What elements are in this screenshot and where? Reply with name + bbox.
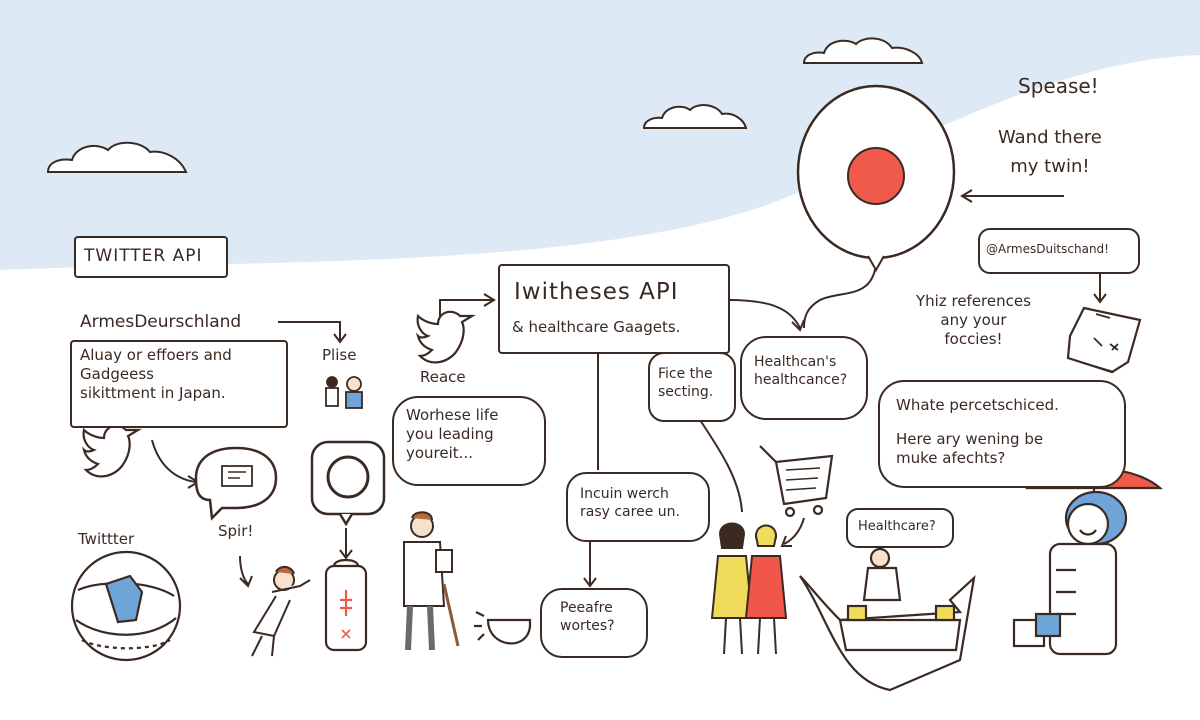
twitter-bird-icon [81,424,142,478]
twitter-api-tag: TWITTER API [74,236,228,278]
peeafre-bubble: Peeafre wortes? [540,588,648,658]
handle-text: @ArmesDuitschand! [986,242,1109,256]
reace-label: Reace [420,368,466,386]
device-icon [1066,306,1142,374]
people-icon [325,376,363,409]
incuin-bubble: Incuin werch rasy caree un. [566,472,710,542]
spease-label: Spease! [1018,74,1099,98]
cup-icon [474,611,532,645]
arrow-handle-down [1093,272,1107,304]
arrow-fice-to-girls [699,419,743,513]
worhese-bubble: Worhese life you leading youreit... [392,396,546,486]
armes-label: ArmesDeurschland [80,312,242,332]
cloud-icon [802,37,924,64]
twittter-label: Twittter [78,530,135,548]
api-title: Iwitheses API [514,279,679,305]
healthcare-q-text: Healthcare? [858,519,936,534]
yhiz-label: Yhiz references any your foccies! [916,292,1031,348]
api-subtitle: & healthcare Gaagets. [512,318,681,336]
ring-card-icon [310,440,386,527]
arrow-api-to-healthcans [727,299,805,332]
healthcare-q-bubble: Healthcare? [846,508,954,548]
fice-text: Fice the secting. [658,366,714,400]
arrow-balloon-string [803,263,877,329]
incuin-text: Incuin werch rasy caree un. [580,486,680,520]
fice-bubble: Fice the secting. [648,352,736,422]
here-text: Here ary wening be muke afechts? [896,430,1044,467]
wand-label: Wand there my twin! [998,127,1102,177]
arrow-cart-down [780,517,805,547]
api-title-box: Iwitheses API & healthcare Gaagets. [498,264,730,354]
message-card-icon [194,446,278,521]
peeafre-text: Peeafre wortes? [560,600,615,634]
boat-figure [799,547,976,692]
doctor-figure [403,511,460,651]
twitter-api-label: TWITTER API [84,246,203,266]
handle-bubble: @ArmesDuitschand! [978,228,1140,274]
sky-background [0,0,1200,270]
robot-figure [1012,467,1163,656]
whate-text: Whate percetschiced. [896,396,1059,414]
whate-bubble: Whate percetschiced. Here ary wening be … [878,380,1126,488]
arrow-wand-to-balloon [960,189,1064,203]
arrow-twitter-to-spir [151,439,200,489]
arrow-spir-down [239,555,253,588]
shopping-cart-icon [759,445,834,518]
aluay-text: Aluay or effoers and Gadgeess sikittment… [80,346,232,402]
person-boy-figure [251,566,311,657]
plise-label: Plise [322,346,357,364]
healthcans-bubble: Healthcan's healthcance? [740,336,868,420]
twitter-bird-icon [415,310,476,364]
cloud-icon [46,141,188,173]
arrow-plise-down [339,528,353,560]
aluay-box: Aluay or effoers and Gadgeess sikittment… [70,340,288,428]
balloon-icon [796,84,956,273]
two-girls-figure [710,522,788,655]
spir-label: Spir! [218,522,254,540]
thermometer-icon [324,558,368,652]
cloud-icon [642,104,748,129]
globe-icon [70,550,182,662]
worhese-text: Worhese life you leading youreit... [406,406,499,462]
arrow-armes-to-plise [278,321,347,344]
arrow-to-peeafre [583,538,597,588]
healthcans-text: Healthcan's healthcance? [754,354,848,388]
